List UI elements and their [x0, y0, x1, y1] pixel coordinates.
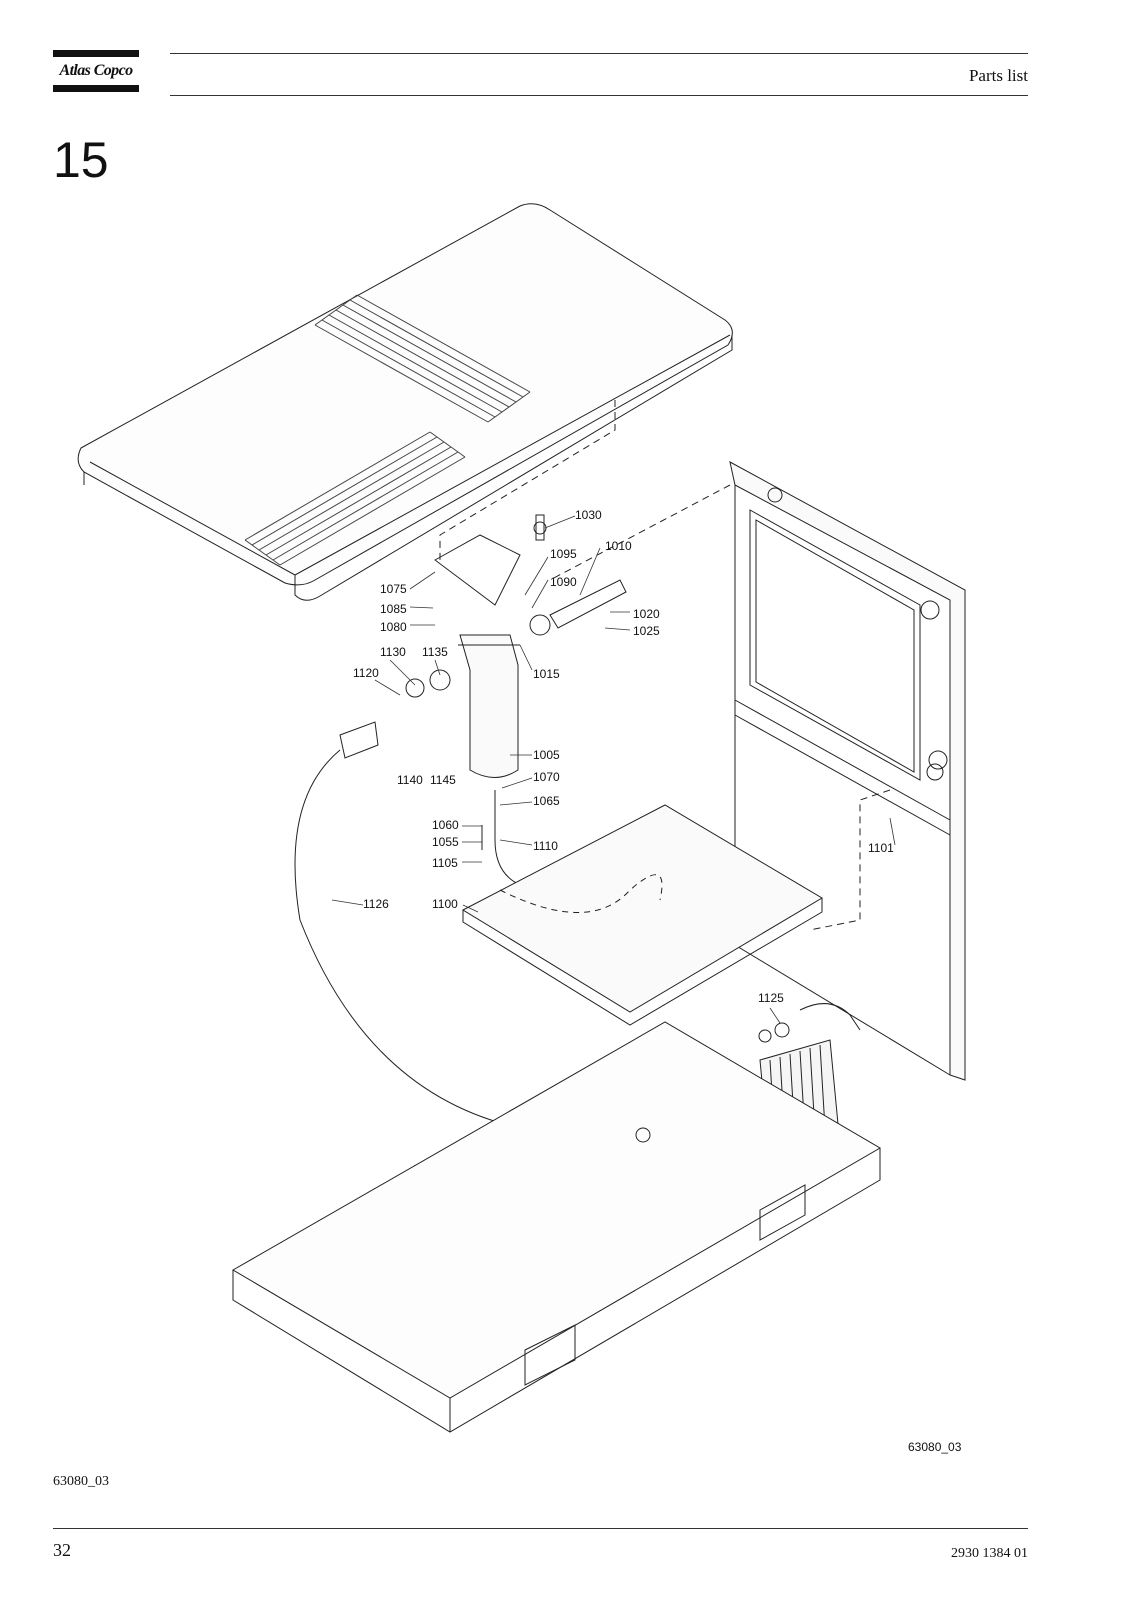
callout-1135: 1135 [422, 645, 448, 659]
callout-1095: 1095 [550, 547, 577, 561]
canopy-panel [77, 203, 733, 601]
logo-bar-bottom [53, 85, 139, 92]
callout-1125: 1125 [758, 991, 784, 1005]
logo-bar-top [53, 50, 139, 57]
callout-1015: 1015 [533, 667, 560, 681]
callout-labels: 1030 1010 1095 1090 1075 1085 1080 1020 … [353, 508, 894, 1005]
section-number: 15 [53, 132, 109, 188]
figure-code-drawing: 63080_03 [908, 1440, 962, 1454]
callout-1085: 1085 [380, 602, 407, 616]
callout-1010: 1010 [605, 539, 632, 553]
atlas-copco-logo: Atlas Copco [53, 50, 139, 92]
callout-1065: 1065 [533, 794, 560, 808]
callout-1105: 1105 [432, 856, 458, 870]
footer-rule [53, 1528, 1028, 1529]
base-frame [232, 1021, 881, 1433]
drain-tray [461, 804, 823, 1026]
page-number: 32 [53, 1540, 71, 1560]
callout-1080: 1080 [380, 620, 407, 634]
header-rule-top [170, 53, 1028, 54]
callout-1110: 1110 [533, 839, 558, 853]
callout-1100: 1100 [432, 897, 458, 911]
document-number: 2930 1384 01 [951, 1546, 1028, 1561]
figure-code: 63080_03 [53, 1474, 109, 1489]
canopy-vent-slots [244, 294, 531, 566]
callout-1140: 1140 [397, 773, 423, 787]
callout-1075: 1075 [380, 582, 407, 596]
callout-1060: 1060 [432, 818, 459, 832]
callout-1101: 1101 [868, 841, 894, 855]
callout-1120: 1120 [353, 666, 379, 680]
callout-1055: 1055 [432, 835, 459, 849]
callout-1025: 1025 [633, 624, 660, 638]
exploded-parts-drawing: 1030 1010 1095 1090 1075 1085 1080 1020 … [77, 203, 966, 1433]
callout-1030: 1030 [575, 508, 602, 522]
logo-wordmark: Atlas Copco [59, 62, 134, 79]
callout-1126: 1126 [363, 897, 389, 911]
callout-1145: 1145 [430, 773, 456, 787]
header-title: Parts list [968, 66, 1028, 85]
callout-1090: 1090 [550, 575, 577, 589]
header-rule-bottom [170, 95, 1028, 96]
callout-1005: 1005 [533, 748, 560, 762]
callout-1070: 1070 [533, 770, 560, 784]
filter-assembly [339, 514, 627, 891]
callout-1020: 1020 [633, 607, 660, 621]
callout-1130: 1130 [380, 645, 406, 659]
